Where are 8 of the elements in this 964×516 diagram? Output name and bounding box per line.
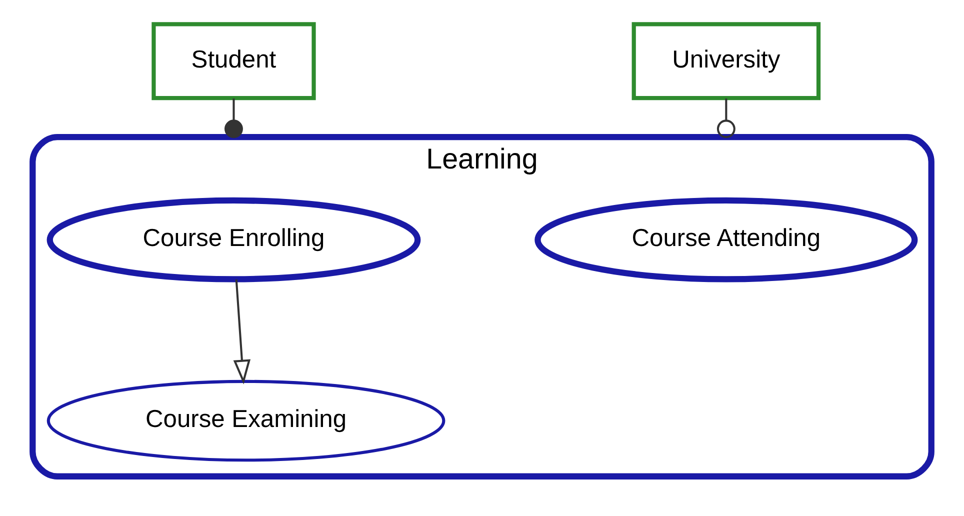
connector (224, 98, 243, 138)
node-box: Student (152, 22, 316, 100)
node-box: University (632, 22, 821, 100)
connector (716, 98, 736, 138)
node-ellipse: Course Attending (534, 196, 918, 282)
node-ellipse: Course Enrolling (46, 196, 421, 282)
node-ellipse: Course Examining (46, 379, 446, 462)
arrow (233, 278, 251, 384)
